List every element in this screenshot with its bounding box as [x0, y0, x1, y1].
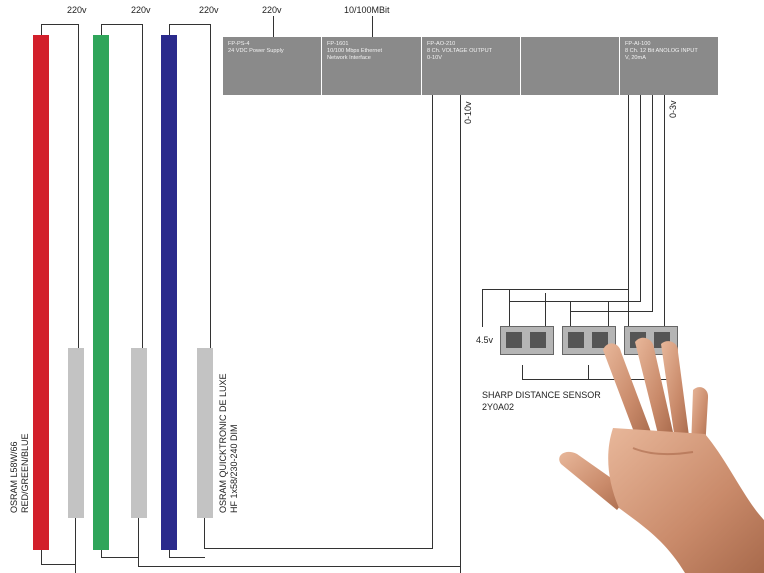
lamp-tube-red: [33, 35, 49, 550]
ballast-label-line-2: HF 1x58/230-240 DIM: [229, 424, 239, 513]
ballast-green: [131, 348, 147, 518]
sensor-emitter-icon: [506, 332, 522, 348]
module-blank: [521, 37, 619, 95]
sensor-label-line-2: 2Y0A02: [482, 402, 515, 412]
module-analog-input-name: FP-AI-100: [625, 41, 651, 47]
lamp-tube-green: [93, 35, 109, 550]
ballast-label: OSRAM QUICKTRONIC DE LUXE HF 1x58/230-24…: [218, 373, 240, 513]
sensor-supply-label: 4.5v: [476, 335, 494, 345]
voltage-output-label: 0-10v: [463, 101, 473, 124]
module-ethernet-name: FP-1601: [327, 41, 349, 47]
lamp-label: OSRAM L58W/66 RED/GREEN/BLUE: [9, 433, 31, 513]
sensor-receiver-icon: [530, 332, 546, 348]
module-ethernet: FP-1601 10/100 Mbps Ethernet Network Int…: [322, 37, 421, 95]
module-voltage-output: FP-AO-210 8 Ch. VOLTAGE OUTPUT 0-10V: [422, 37, 520, 95]
ballast-blue: [197, 348, 213, 518]
module-voltage-output-name: FP-AO-210: [427, 41, 456, 47]
supply-label-blue: 220v: [199, 5, 219, 15]
voltage-input-label: 0-3v: [668, 100, 678, 118]
distance-sensor-1: [500, 326, 554, 355]
supply-label-red: 220v: [67, 5, 87, 15]
supply-label-green: 220v: [131, 5, 151, 15]
lamp-tube-blue: [161, 35, 177, 550]
lamp-label-line-1: OSRAM L58W/66: [9, 441, 19, 513]
distance-sensor-2: [562, 326, 616, 355]
module-power-supply-name: FP-PS-4: [228, 41, 250, 47]
ballast-label-line-1: OSRAM QUICKTRONIC DE LUXE: [218, 373, 228, 513]
module-power-supply: FP-PS-4 24 VDC Power Supply: [223, 37, 321, 95]
lamp-label-line-2: RED/GREEN/BLUE: [20, 433, 30, 513]
module-voltage-output-desc: 8 Ch. VOLTAGE OUTPUT 0-10V: [427, 48, 493, 61]
sensor-receiver-icon: [592, 332, 608, 348]
hand-image: [559, 337, 764, 573]
module-analog-input-desc: 8 Ch. 12 Bit ANOLOG INPUT V, 20mA: [625, 48, 698, 61]
sensor-label-line-1: SHARP DISTANCE SENSOR: [482, 390, 601, 400]
sensor-emitter-icon: [568, 332, 584, 348]
module-analog-input: FP-AI-100 8 Ch. 12 Bit ANOLOG INPUT V, 2…: [620, 37, 718, 95]
sensor-label: SHARP DISTANCE SENSOR 2Y0A02: [482, 389, 601, 413]
module-power-supply-desc: 24 VDC Power Supply: [228, 48, 284, 54]
supply-label-power: 220v: [262, 5, 282, 15]
ballast-red: [68, 348, 84, 518]
module-ethernet-desc: 10/100 Mbps Ethernet Network Interface: [327, 48, 383, 61]
supply-label-network: 10/100MBit: [344, 5, 390, 15]
